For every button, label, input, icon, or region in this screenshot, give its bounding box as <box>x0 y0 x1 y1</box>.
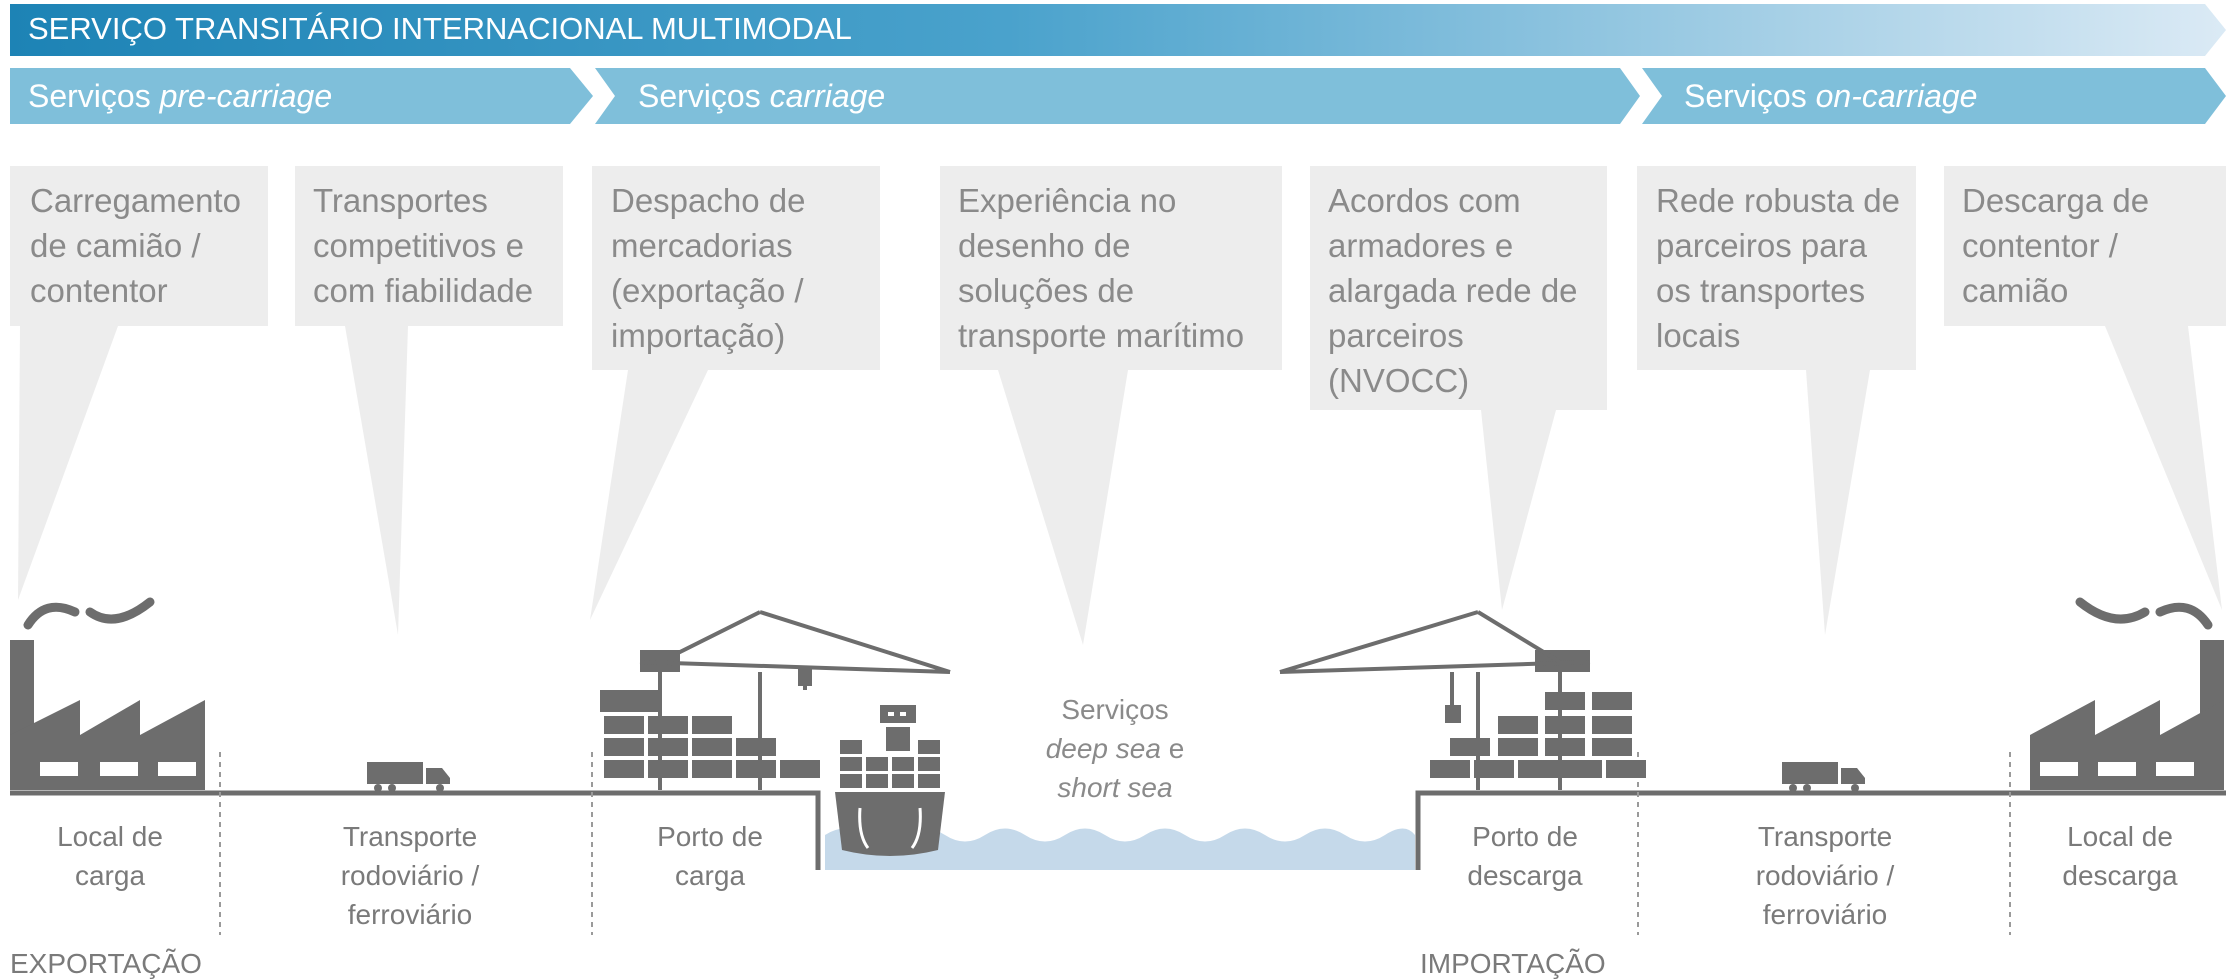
truck-icon <box>367 762 450 792</box>
header-banner-shape <box>10 4 2226 56</box>
factory-icon <box>10 597 205 790</box>
phase-banners <box>10 68 2226 124</box>
port-crane-icon <box>600 610 951 790</box>
callout-6-shape <box>1637 166 1916 635</box>
callout-2-shape <box>295 166 563 635</box>
phase-on-carriage-shape <box>1642 68 2226 124</box>
truck-icon <box>1782 762 1865 792</box>
export-label: EXPORTAÇÃO <box>10 948 202 979</box>
container-ship-icon <box>835 705 945 856</box>
water <box>825 828 1415 870</box>
phase-carriage-shape <box>595 68 1640 124</box>
import-label: IMPORTAÇÃO <box>1420 948 1606 979</box>
port-crane-icon <box>1279 610 1646 790</box>
phase-carriage-label: Serviços carriage <box>638 78 886 114</box>
phase-pre-carriage-shape <box>10 68 593 124</box>
ground-left <box>10 790 821 870</box>
factory-icon <box>2030 597 2224 790</box>
callout-7-shape <box>1944 166 2226 610</box>
callout-1-shape <box>10 166 268 600</box>
header-title: SERVIÇO TRANSITÁRIO INTERNACIONAL MULTIM… <box>28 11 852 46</box>
phase-on-carriage-label: Serviços on-carriage <box>1684 78 1978 114</box>
sea-services-label: Serviços deep sea e short sea <box>1045 694 1185 803</box>
ground-right <box>1415 790 2226 870</box>
callout-3-shape <box>590 166 880 620</box>
callout-5-shape <box>1310 166 1607 610</box>
callout-4-shape <box>940 166 1282 645</box>
phase-pre-carriage-label: Serviços pre-carriage <box>28 78 333 114</box>
